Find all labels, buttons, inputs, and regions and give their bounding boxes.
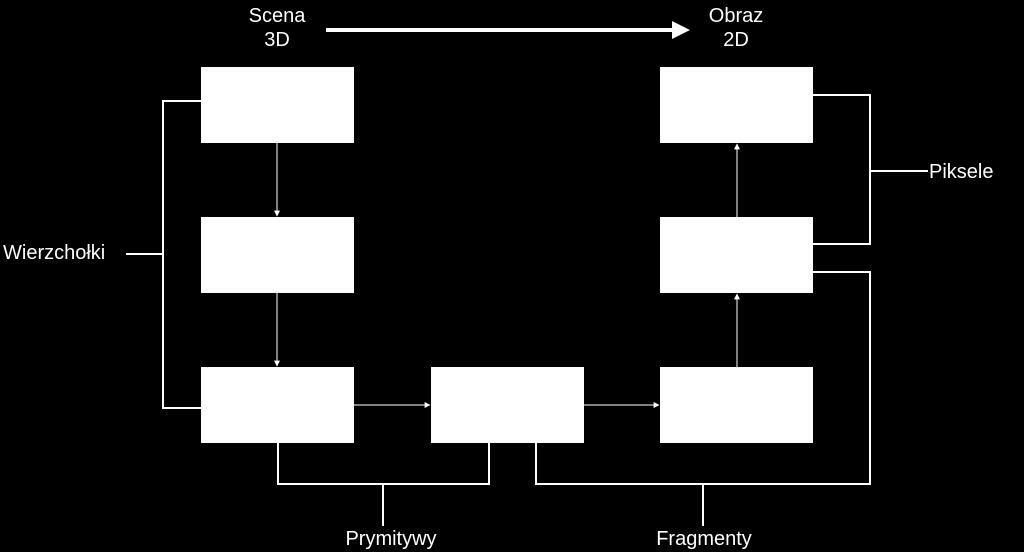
fragments-label: Fragmenty <box>656 528 752 550</box>
vertex-box-1 <box>201 67 354 143</box>
scene-to-image-arrowhead <box>672 21 690 39</box>
pixel-box-2 <box>660 67 813 143</box>
pixels-label: Piksele <box>929 161 994 183</box>
image-label-line2: 2D <box>723 29 749 51</box>
vertex-box-2 <box>201 217 354 293</box>
primitives-bracket <box>277 443 490 485</box>
pixel-box-1 <box>660 217 813 293</box>
primitives-label: Prymitywy <box>345 528 437 550</box>
scene-label-line1: Scena <box>248 5 306 27</box>
pixels-bracket <box>813 94 871 245</box>
image-label-line1: Obraz <box>708 5 764 27</box>
vertices-label: Wierzchołki <box>3 242 106 264</box>
fragment-box <box>660 367 813 443</box>
scene-label-line2: 3D <box>264 29 290 51</box>
scene-label: Scena 3D <box>227 4 327 52</box>
image-label: Obraz 2D <box>686 4 786 52</box>
vertex-box-3 <box>201 367 354 443</box>
vertices-bracket <box>162 100 201 409</box>
fragments-bracket <box>535 271 871 485</box>
raster-box <box>431 367 584 443</box>
